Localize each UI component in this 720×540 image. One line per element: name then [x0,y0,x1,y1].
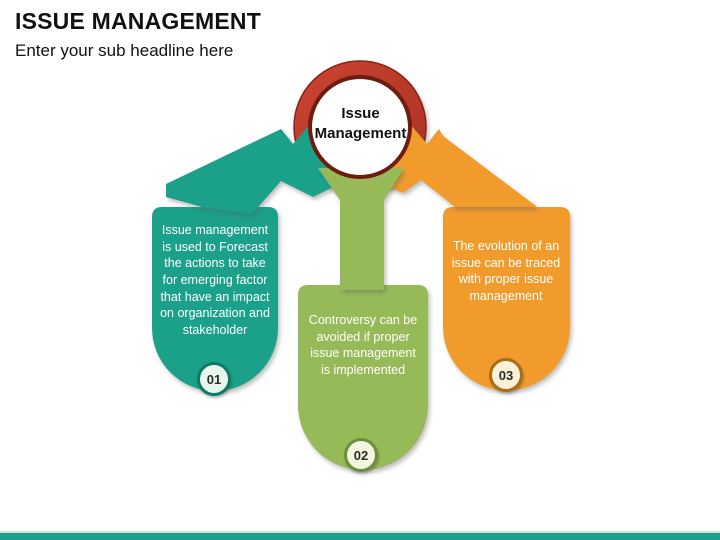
page-subtitle: Enter your sub headline here [15,41,234,60]
center-circle [308,75,412,179]
card-02-text: Controversy can be avoided if proper iss… [308,313,418,377]
card-03-text: The evolution of an issue can be traced … [451,239,561,303]
badge-03: 03 [489,358,523,392]
badge-02: 02 [344,438,378,472]
center-label: Issue Management [314,105,407,142]
card-01-text: Issue management is used to Forecast the… [160,223,270,337]
card-02-shape [298,285,428,470]
badge-01: 01 [197,362,231,396]
card-01-shape [152,207,278,391]
page-title: ISSUE MANAGEMENT [15,8,261,34]
card-03-shape [443,207,570,391]
arrow-middle-stem [318,168,404,290]
footer-accent-bar [0,531,720,540]
